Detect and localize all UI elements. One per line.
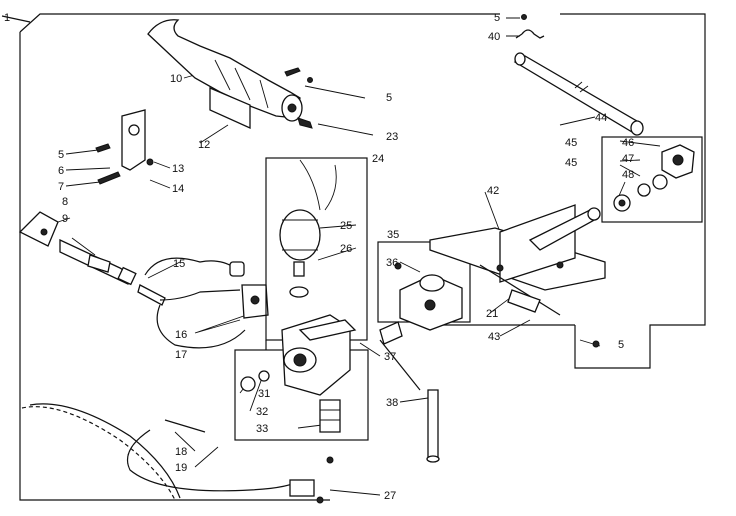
callout-45: 45 bbox=[565, 137, 577, 149]
callout-38: 38 bbox=[386, 397, 398, 409]
callout-19: 19 bbox=[175, 462, 187, 474]
callout-48: 48 bbox=[622, 169, 634, 181]
callout-47: 47 bbox=[622, 153, 634, 165]
callout-31: 31 bbox=[258, 388, 270, 400]
bracket-part-12 bbox=[95, 109, 154, 185]
fitting-detail-box bbox=[601, 136, 703, 223]
callout-25: 25 bbox=[340, 220, 352, 232]
callout-16: 16 bbox=[175, 329, 187, 341]
wiring-parts-15-17 bbox=[144, 257, 269, 349]
valve-group-24 bbox=[234, 157, 369, 441]
callout-46: 46 bbox=[622, 137, 634, 149]
callout-5: 5 bbox=[386, 92, 392, 104]
burner-tube-part-10 bbox=[147, 19, 313, 130]
pipe-part-44 bbox=[513, 52, 644, 136]
callout-40: 40 bbox=[488, 31, 500, 43]
callout-35: 35 bbox=[387, 229, 399, 241]
callout-44: 44 bbox=[595, 112, 607, 124]
callout-labels: 1 5 40 10 5 44 12 23 5 6 13 7 14 24 46 4… bbox=[4, 12, 634, 502]
igniter-part-8 bbox=[18, 211, 166, 306]
assembly-outline bbox=[1, 13, 706, 501]
callout-15: 15 bbox=[173, 258, 185, 270]
callout-45: 45 bbox=[565, 157, 577, 169]
callout-33: 33 bbox=[256, 423, 268, 435]
callout-1: 1 bbox=[4, 12, 10, 24]
regulator-group-35 bbox=[377, 241, 471, 345]
callout-42: 42 bbox=[487, 185, 499, 197]
callout-8: 8 bbox=[62, 196, 68, 208]
rod-part-38 bbox=[379, 339, 440, 463]
callout-5: 5 bbox=[618, 339, 624, 351]
callout-43: 43 bbox=[488, 331, 500, 343]
callout-7: 7 bbox=[58, 181, 64, 193]
callout-27: 27 bbox=[384, 490, 396, 502]
callout-36: 36 bbox=[386, 257, 398, 269]
callout-10: 10 bbox=[170, 73, 182, 85]
callout-9: 9 bbox=[62, 213, 68, 225]
callout-12: 12 bbox=[198, 139, 210, 151]
callout-37: 37 bbox=[384, 351, 396, 363]
clip-part-40 bbox=[515, 14, 545, 39]
callout-5: 5 bbox=[494, 12, 500, 24]
callout-23: 23 bbox=[386, 131, 398, 143]
callout-26: 26 bbox=[340, 243, 352, 255]
callout-17: 17 bbox=[175, 349, 187, 361]
callout-21: 21 bbox=[486, 308, 498, 320]
callout-14: 14 bbox=[172, 183, 184, 195]
callout-18: 18 bbox=[175, 446, 187, 458]
callout-5: 5 bbox=[58, 149, 64, 161]
thermocouple-parts-18-19 bbox=[21, 403, 334, 504]
callout-24: 24 bbox=[372, 153, 384, 165]
callout-32: 32 bbox=[256, 406, 268, 418]
screw-part-5 bbox=[592, 340, 600, 348]
callout-13: 13 bbox=[172, 163, 184, 175]
callout-6: 6 bbox=[58, 165, 64, 177]
manifold-bracket-part-42 bbox=[429, 204, 606, 316]
